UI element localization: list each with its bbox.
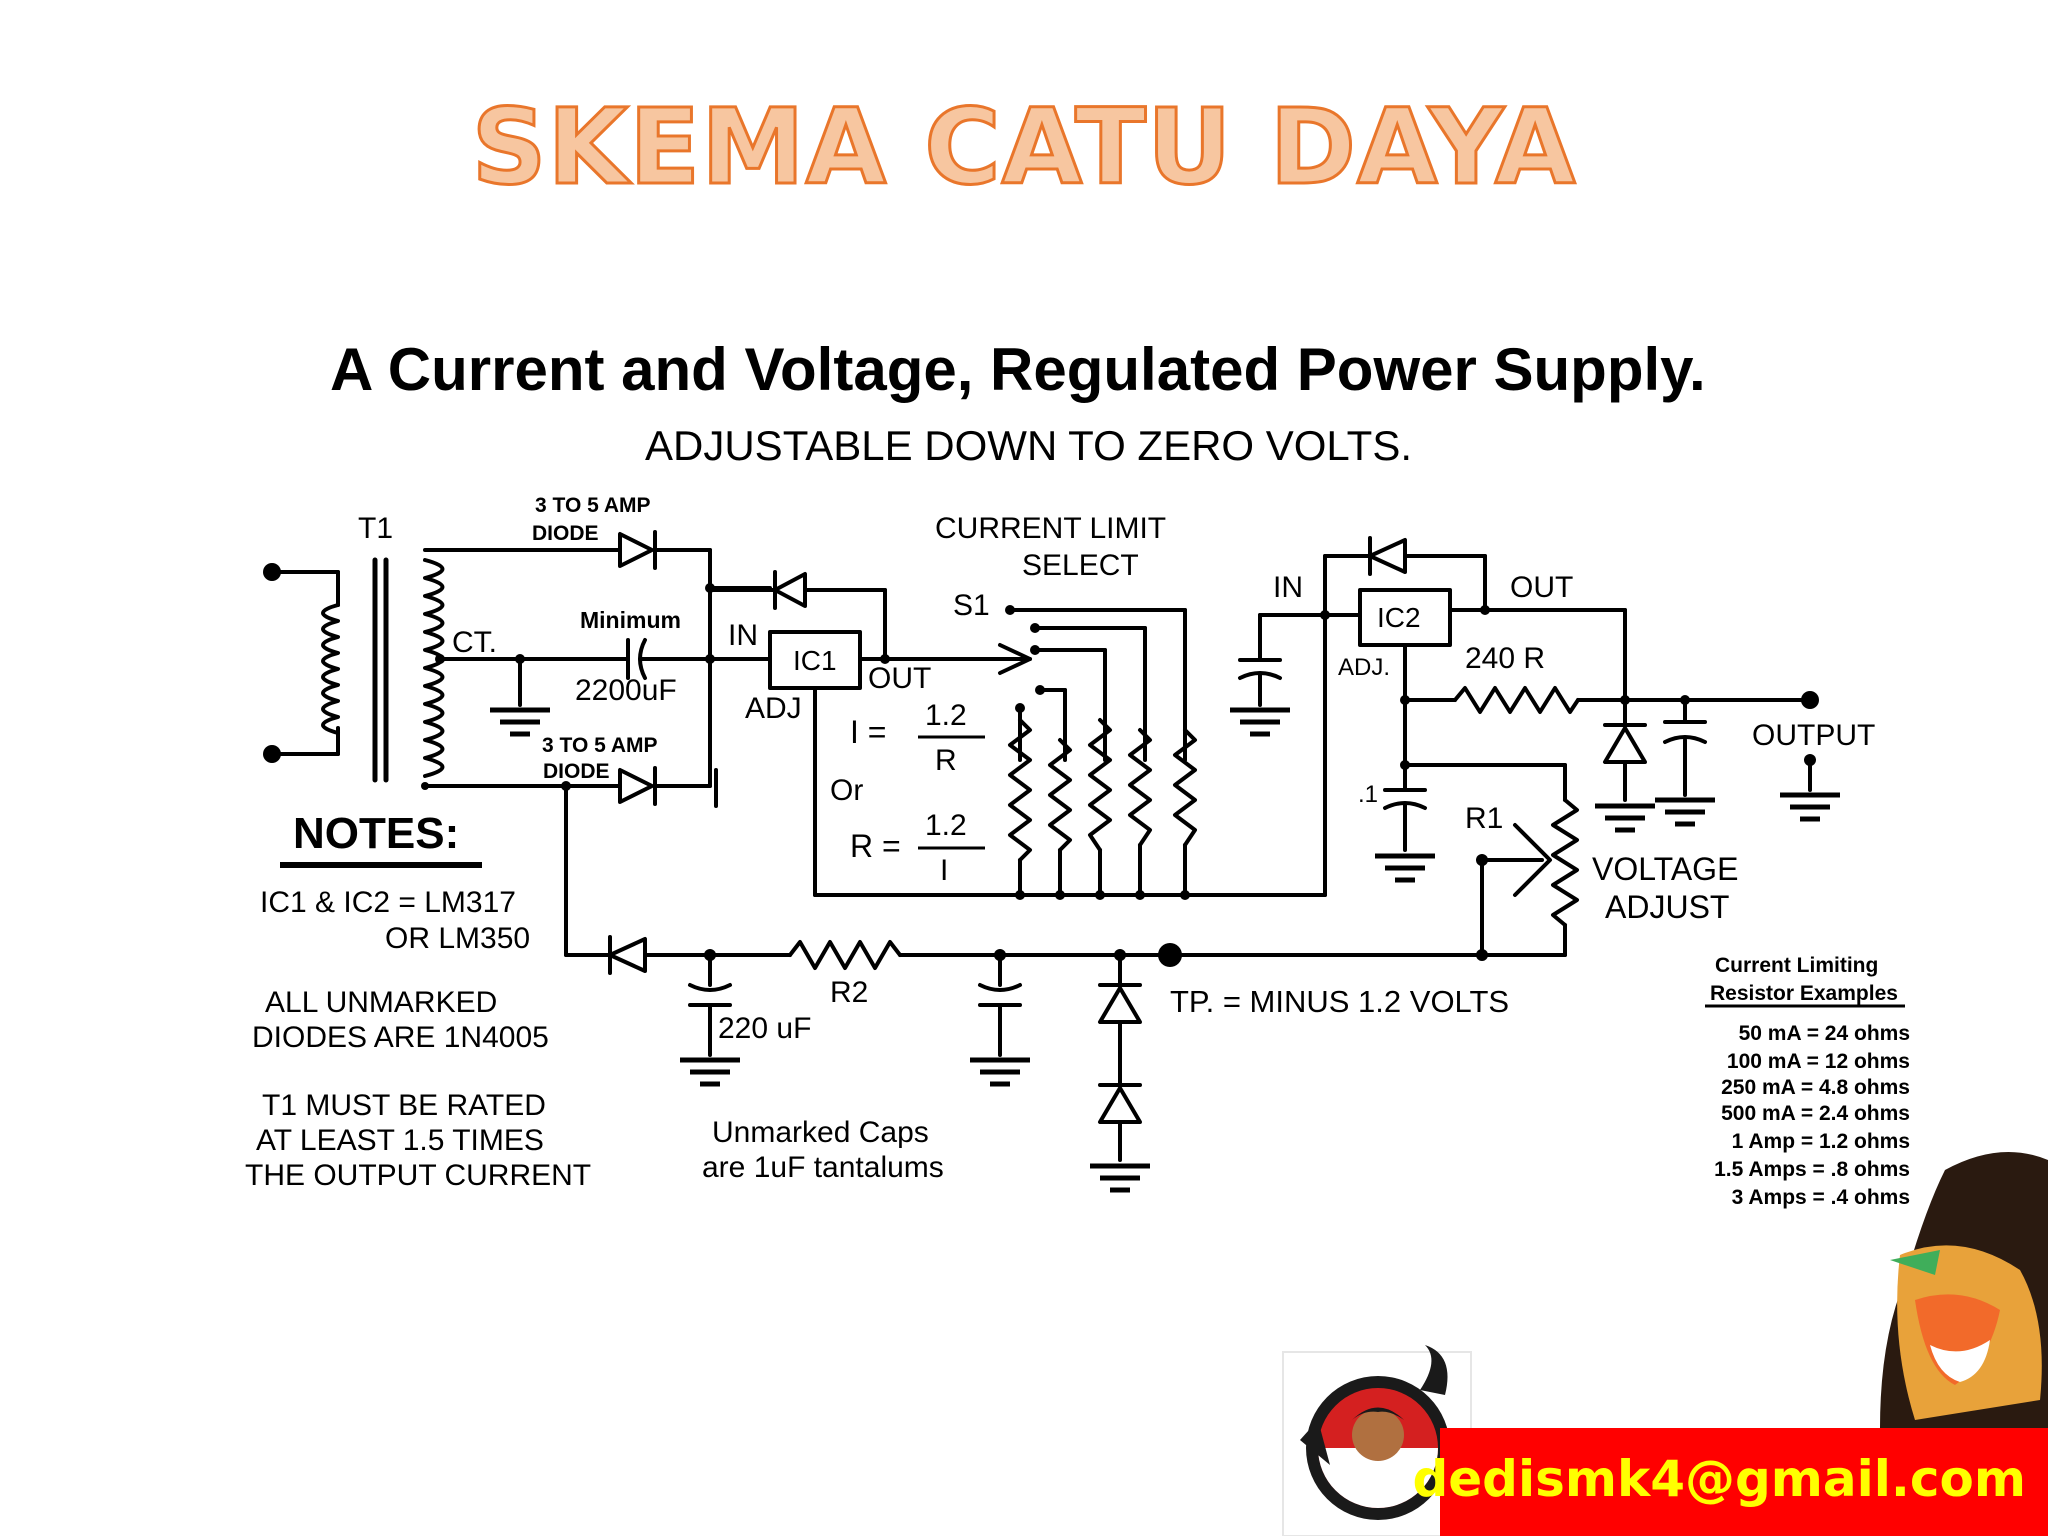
- label-ic1: IC1: [793, 645, 837, 676]
- label-eq-or: Or: [830, 774, 863, 807]
- label-ic2-in: IN: [1273, 571, 1303, 604]
- label-diode-top-2: DIODE: [532, 522, 599, 545]
- label-unmarked-2: are 1uF tantalums: [702, 1151, 944, 1184]
- footer-bar: dedismk4@gmail.com: [1412, 1428, 2048, 1536]
- label-current-limit: CURRENT LIMIT: [935, 512, 1166, 545]
- schematic-subtitle: ADJUSTABLE DOWN TO ZERO VOLTS.: [645, 422, 1412, 469]
- table-row: 250 mA = 4.8 ohms: [1721, 1076, 1910, 1099]
- table-row: 1.5 Amps = .8 ohms: [1714, 1158, 1910, 1181]
- label-ic1-out: OUT: [868, 662, 931, 695]
- notes-section: NOTES: IC1 & IC2 = LM317 OR LM350 ALL UN…: [245, 809, 591, 1192]
- label-cap-220: 220 uF: [718, 1012, 811, 1045]
- notes-line-5: T1 MUST BE RATED: [262, 1089, 546, 1122]
- label-r2: R2: [830, 976, 868, 1009]
- label-eq-i-den: R: [935, 744, 957, 777]
- table-title-1: Current Limiting: [1715, 954, 1878, 977]
- slide-title: SKEMA CATU DAYA: [470, 86, 1577, 208]
- label-tp: TP. = MINUS 1.2 VOLTS: [1170, 984, 1509, 1019]
- table-row: 50 mA = 24 ohms: [1739, 1022, 1910, 1045]
- portrait-image: [1880, 1152, 2048, 1428]
- label-diode-bot-1: 3 TO 5 AMP: [542, 734, 658, 757]
- label-eq-i-lhs: I =: [850, 714, 886, 750]
- resistor-table: Current Limiting Resistor Examples 50 mA…: [1705, 954, 1910, 1209]
- table-row: 500 mA = 2.4 ohms: [1721, 1102, 1910, 1125]
- junction-dots: [263, 563, 1819, 967]
- schematic-title: A Current and Voltage, Regulated Power S…: [330, 336, 1706, 403]
- notes-heading: NOTES:: [293, 809, 459, 858]
- notes-line-6: AT LEAST 1.5 TIMES: [256, 1124, 544, 1157]
- label-select: SELECT: [1022, 549, 1139, 582]
- label-ic1-adj: ADJ: [745, 692, 802, 725]
- table-row: 3 Amps = .4 ohms: [1732, 1186, 1910, 1209]
- label-voltage: VOLTAGE: [1592, 851, 1738, 887]
- label-ic2-adj: ADJ.: [1338, 654, 1390, 681]
- label-t1: T1: [358, 512, 393, 545]
- notes-line-1: IC1 & IC2 = LM317: [260, 886, 516, 919]
- label-eq-r-den: I: [940, 854, 948, 887]
- label-ic2: IC2: [1377, 602, 1421, 633]
- notes-line-4: DIODES ARE 1N4005: [252, 1021, 549, 1054]
- table-title-2: Resistor Examples: [1710, 982, 1898, 1005]
- label-unmarked-1: Unmarked Caps: [712, 1116, 929, 1149]
- label-ic1-in: IN: [728, 619, 758, 652]
- label-adjust: ADJUST: [1605, 889, 1729, 925]
- email-text: dedismk4@gmail.com: [1412, 1450, 2026, 1508]
- table-row: 100 mA = 12 ohms: [1727, 1050, 1910, 1073]
- logo-badge: [1282, 1345, 1472, 1536]
- label-s1: S1: [953, 589, 990, 622]
- notes-line-7: THE OUTPUT CURRENT: [245, 1159, 591, 1192]
- label-cap-01: .1: [1358, 781, 1378, 808]
- label-output: OUTPUT: [1752, 719, 1875, 752]
- label-240r: 240 R: [1465, 642, 1545, 675]
- label-cap-value: 2200uF: [575, 674, 677, 707]
- table-row: 1 Amp = 1.2 ohms: [1732, 1130, 1910, 1153]
- circuit-wires: [270, 530, 1812, 1162]
- label-cap-min: Minimum: [580, 607, 681, 633]
- label-ct: CT.: [452, 626, 497, 659]
- label-r1: R1: [1465, 802, 1503, 835]
- label-eq-r-num: 1.2: [925, 809, 967, 842]
- label-diode-top-1: 3 TO 5 AMP: [535, 494, 651, 517]
- label-ic2-out: OUT: [1510, 571, 1573, 604]
- notes-line-3: ALL UNMARKED: [265, 986, 497, 1019]
- label-eq-i-num: 1.2: [925, 699, 967, 732]
- notes-line-2: OR LM350: [385, 922, 530, 955]
- label-eq-r-lhs: R =: [850, 828, 901, 864]
- schematic-labels: T1 3 TO 5 AMP DIODE CT. Minimum 2200uF 3…: [358, 494, 1875, 1184]
- label-diode-bot-2: DIODE: [543, 760, 610, 783]
